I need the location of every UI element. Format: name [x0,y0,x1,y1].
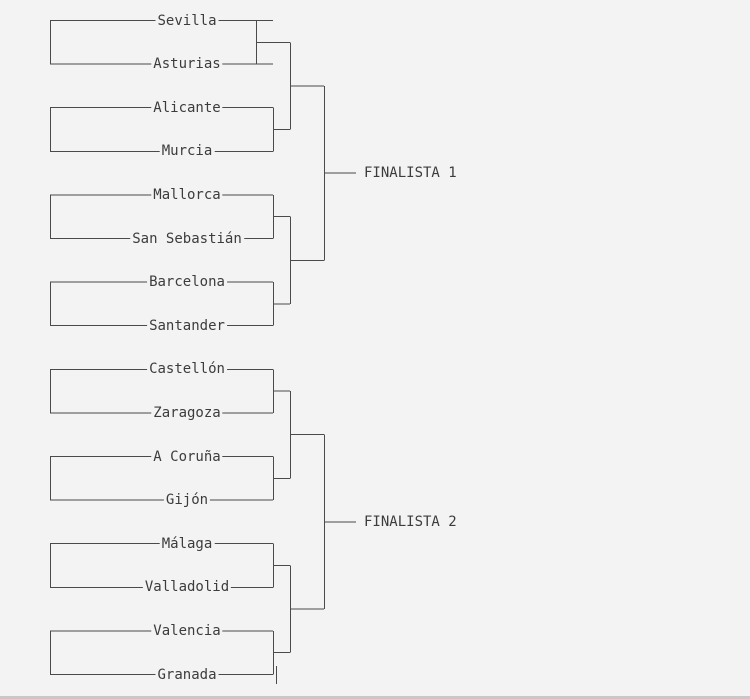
team-label: Mallorca [151,185,223,204]
team-label: Alicante [151,98,223,117]
team-label: A Coruña [151,447,223,466]
team-label: Asturias [151,55,223,74]
team-label: Santander [147,316,227,335]
team-label: Granada [155,665,219,684]
team-label: Málaga [159,534,215,553]
team-label: Zaragoza [151,403,223,422]
finalist-label: FINALISTA 2 [362,512,459,531]
team-label: Gijón [163,491,211,510]
team-label: Valencia [151,621,223,640]
team-label: Barcelona [147,273,227,292]
team-label: Valladolid [142,578,232,597]
bottom-divider [0,696,750,699]
team-label: Sevilla [155,11,219,30]
team-label: San Sebastián [130,229,244,248]
team-label: Murcia [159,142,215,161]
finalist-label: FINALISTA 1 [362,164,459,183]
team-label: Castellón [147,360,227,379]
